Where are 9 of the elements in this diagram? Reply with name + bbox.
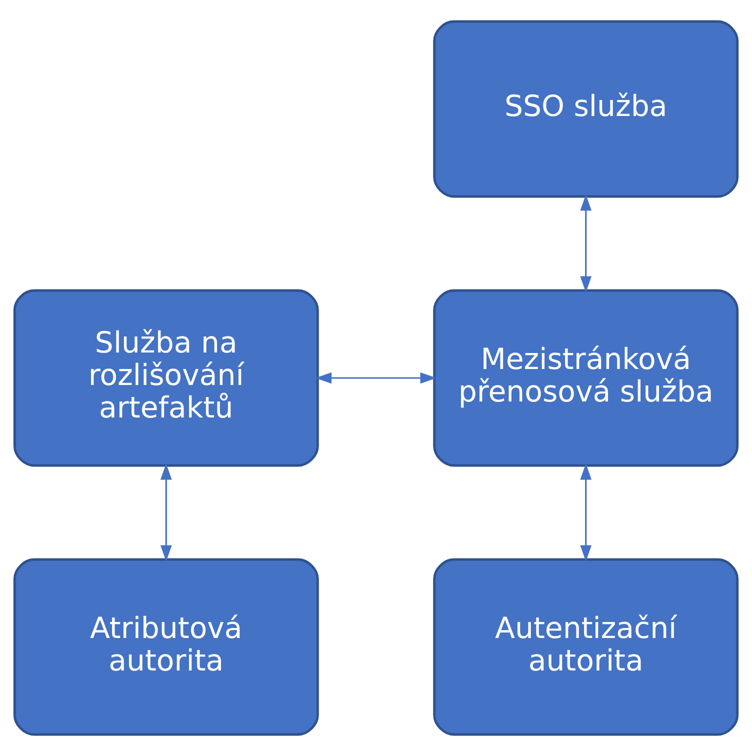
arrow — [580, 194, 592, 293]
node-box: Mezistránková přenosová služba — [433, 289, 739, 467]
arrow — [160, 463, 172, 562]
node-box: Atributová autorita — [13, 558, 319, 736]
node-box: SSO služba — [433, 20, 739, 198]
node-box: Služba na rozlišování artefaktů — [13, 289, 319, 467]
arrow — [315, 372, 436, 384]
arrow — [580, 463, 592, 562]
node-box: Autentizační autorita — [433, 558, 739, 736]
